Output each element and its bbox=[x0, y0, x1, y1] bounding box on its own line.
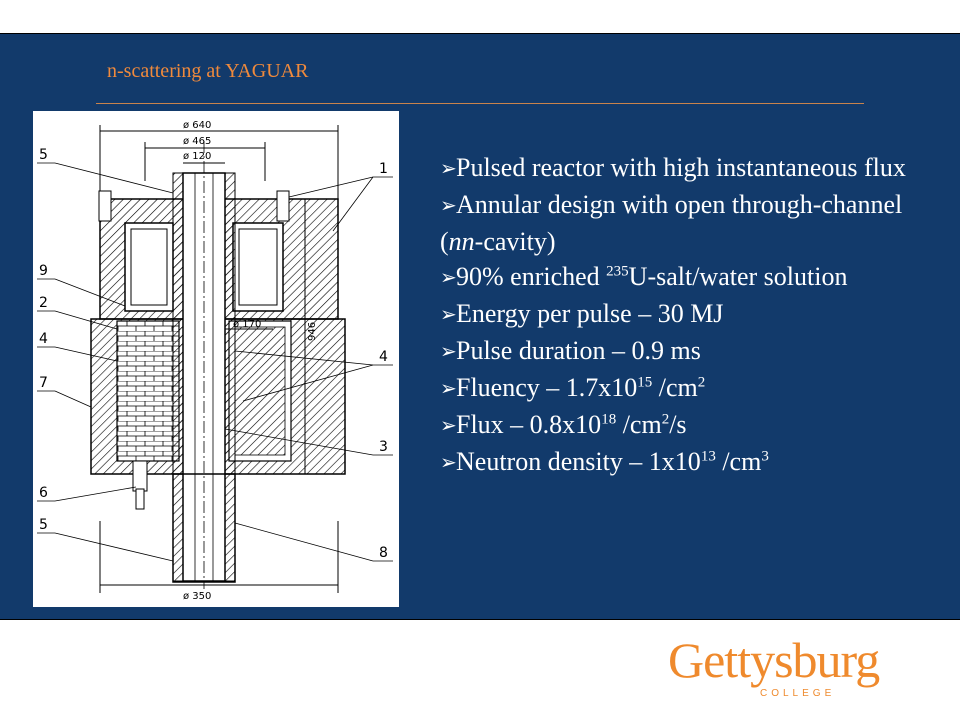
bullet-item: ➢Annular design with open through-channe… bbox=[440, 187, 940, 259]
superscript: 13 bbox=[700, 448, 716, 465]
bullet-item: ➢90% enriched 235U-salt/water solution bbox=[440, 259, 940, 296]
arrow-bullet-icon: ➢ bbox=[440, 378, 457, 400]
superscript: 2 bbox=[661, 411, 670, 428]
superscript: 2 bbox=[697, 374, 706, 391]
bullet-text: /cm bbox=[715, 447, 762, 476]
dim-120: ø 120 bbox=[183, 151, 211, 162]
dim-640: ø 640 bbox=[183, 120, 211, 131]
callout-left-4: 4 bbox=[39, 331, 48, 347]
arrow-bullet-icon: ➢ bbox=[440, 158, 457, 180]
dim-170: ø 170 bbox=[233, 319, 261, 330]
callout-left-7: 7 bbox=[39, 375, 48, 391]
bullet-text: /cm bbox=[616, 410, 662, 439]
callout-left-6: 6 bbox=[39, 485, 48, 501]
callout-left-9: 9 bbox=[39, 263, 48, 279]
bullet-text: Flux – 0.8x10 bbox=[456, 410, 602, 439]
superscript: 15 bbox=[637, 374, 653, 391]
bullet-text: /cm bbox=[652, 373, 698, 402]
bullet-item: ➢Flux – 0.8x1018 /cm2/s bbox=[440, 407, 940, 444]
bullet-text: -cavity) bbox=[474, 227, 556, 256]
bullet-item: ➢Fluency – 1.7x1015 /cm2 bbox=[440, 370, 940, 407]
superscript: 3 bbox=[761, 448, 769, 465]
arrow-bullet-icon: ➢ bbox=[440, 452, 457, 474]
bullet-text: Annular design with open through-channel… bbox=[440, 190, 903, 256]
dim-946: 946 bbox=[307, 322, 318, 341]
callout-right-3: 3 bbox=[379, 439, 388, 455]
arrow-bullet-icon: ➢ bbox=[440, 195, 457, 217]
arrow-bullet-icon: ➢ bbox=[440, 267, 457, 289]
arrow-bullet-icon: ➢ bbox=[440, 341, 457, 363]
callout-right-4: 4 bbox=[379, 349, 388, 365]
arrow-bullet-icon: ➢ bbox=[440, 304, 457, 326]
bullet-text: Pulsed reactor with high instantaneous f… bbox=[456, 153, 906, 182]
reactor-diagram: ø 640 ø 465 ø 120 ø 350 bbox=[33, 111, 399, 607]
bullet-text: Neutron density – 1x10 bbox=[456, 447, 701, 476]
superscript: 235 bbox=[606, 263, 629, 280]
bullet-item: ➢Pulsed reactor with high instantaneous … bbox=[440, 150, 940, 187]
callout-left-2: 2 bbox=[39, 295, 48, 311]
superscript: 18 bbox=[601, 411, 617, 428]
callout-left-5a: 5 bbox=[39, 147, 48, 163]
bullet-text: 90% enriched bbox=[456, 262, 607, 291]
dim-465: ø 465 bbox=[183, 136, 211, 147]
bullet-text: Energy per pulse – 30 MJ bbox=[456, 299, 724, 328]
bullet-em: nn bbox=[448, 227, 475, 256]
college-logo: Gettysburg COLLEGE bbox=[668, 632, 880, 700]
bullet-list: ➢Pulsed reactor with high instantaneous … bbox=[440, 150, 940, 481]
bullet-text: Fluency – 1.7x10 bbox=[456, 373, 638, 402]
callout-right-1: 1 bbox=[379, 161, 388, 177]
arrow-bullet-icon: ➢ bbox=[440, 415, 457, 437]
dim-350: ø 350 bbox=[183, 591, 211, 602]
bullet-text: U-salt/water solution bbox=[628, 262, 848, 291]
bullet-text: Pulse duration – 0.9 ms bbox=[456, 336, 701, 365]
callout-left-5b: 5 bbox=[39, 517, 48, 533]
bullet-item: ➢Energy per pulse – 30 MJ bbox=[440, 296, 940, 333]
bullet-text: /s bbox=[669, 410, 687, 439]
bullet-item: ➢Neutron density – 1x1013 /cm3 bbox=[440, 444, 940, 481]
logo-wordmark: Gettysburg bbox=[668, 632, 880, 688]
logo-subtitle: COLLEGE bbox=[760, 688, 836, 699]
bullet-item: ➢Pulse duration – 0.9 ms bbox=[440, 333, 940, 370]
title-divider bbox=[96, 103, 864, 104]
callout-right-8: 8 bbox=[379, 545, 388, 561]
reactor-drawing: ø 640 ø 465 ø 120 ø 350 bbox=[37, 120, 393, 602]
slide-title: n-scattering at YAGUAR bbox=[107, 60, 309, 82]
